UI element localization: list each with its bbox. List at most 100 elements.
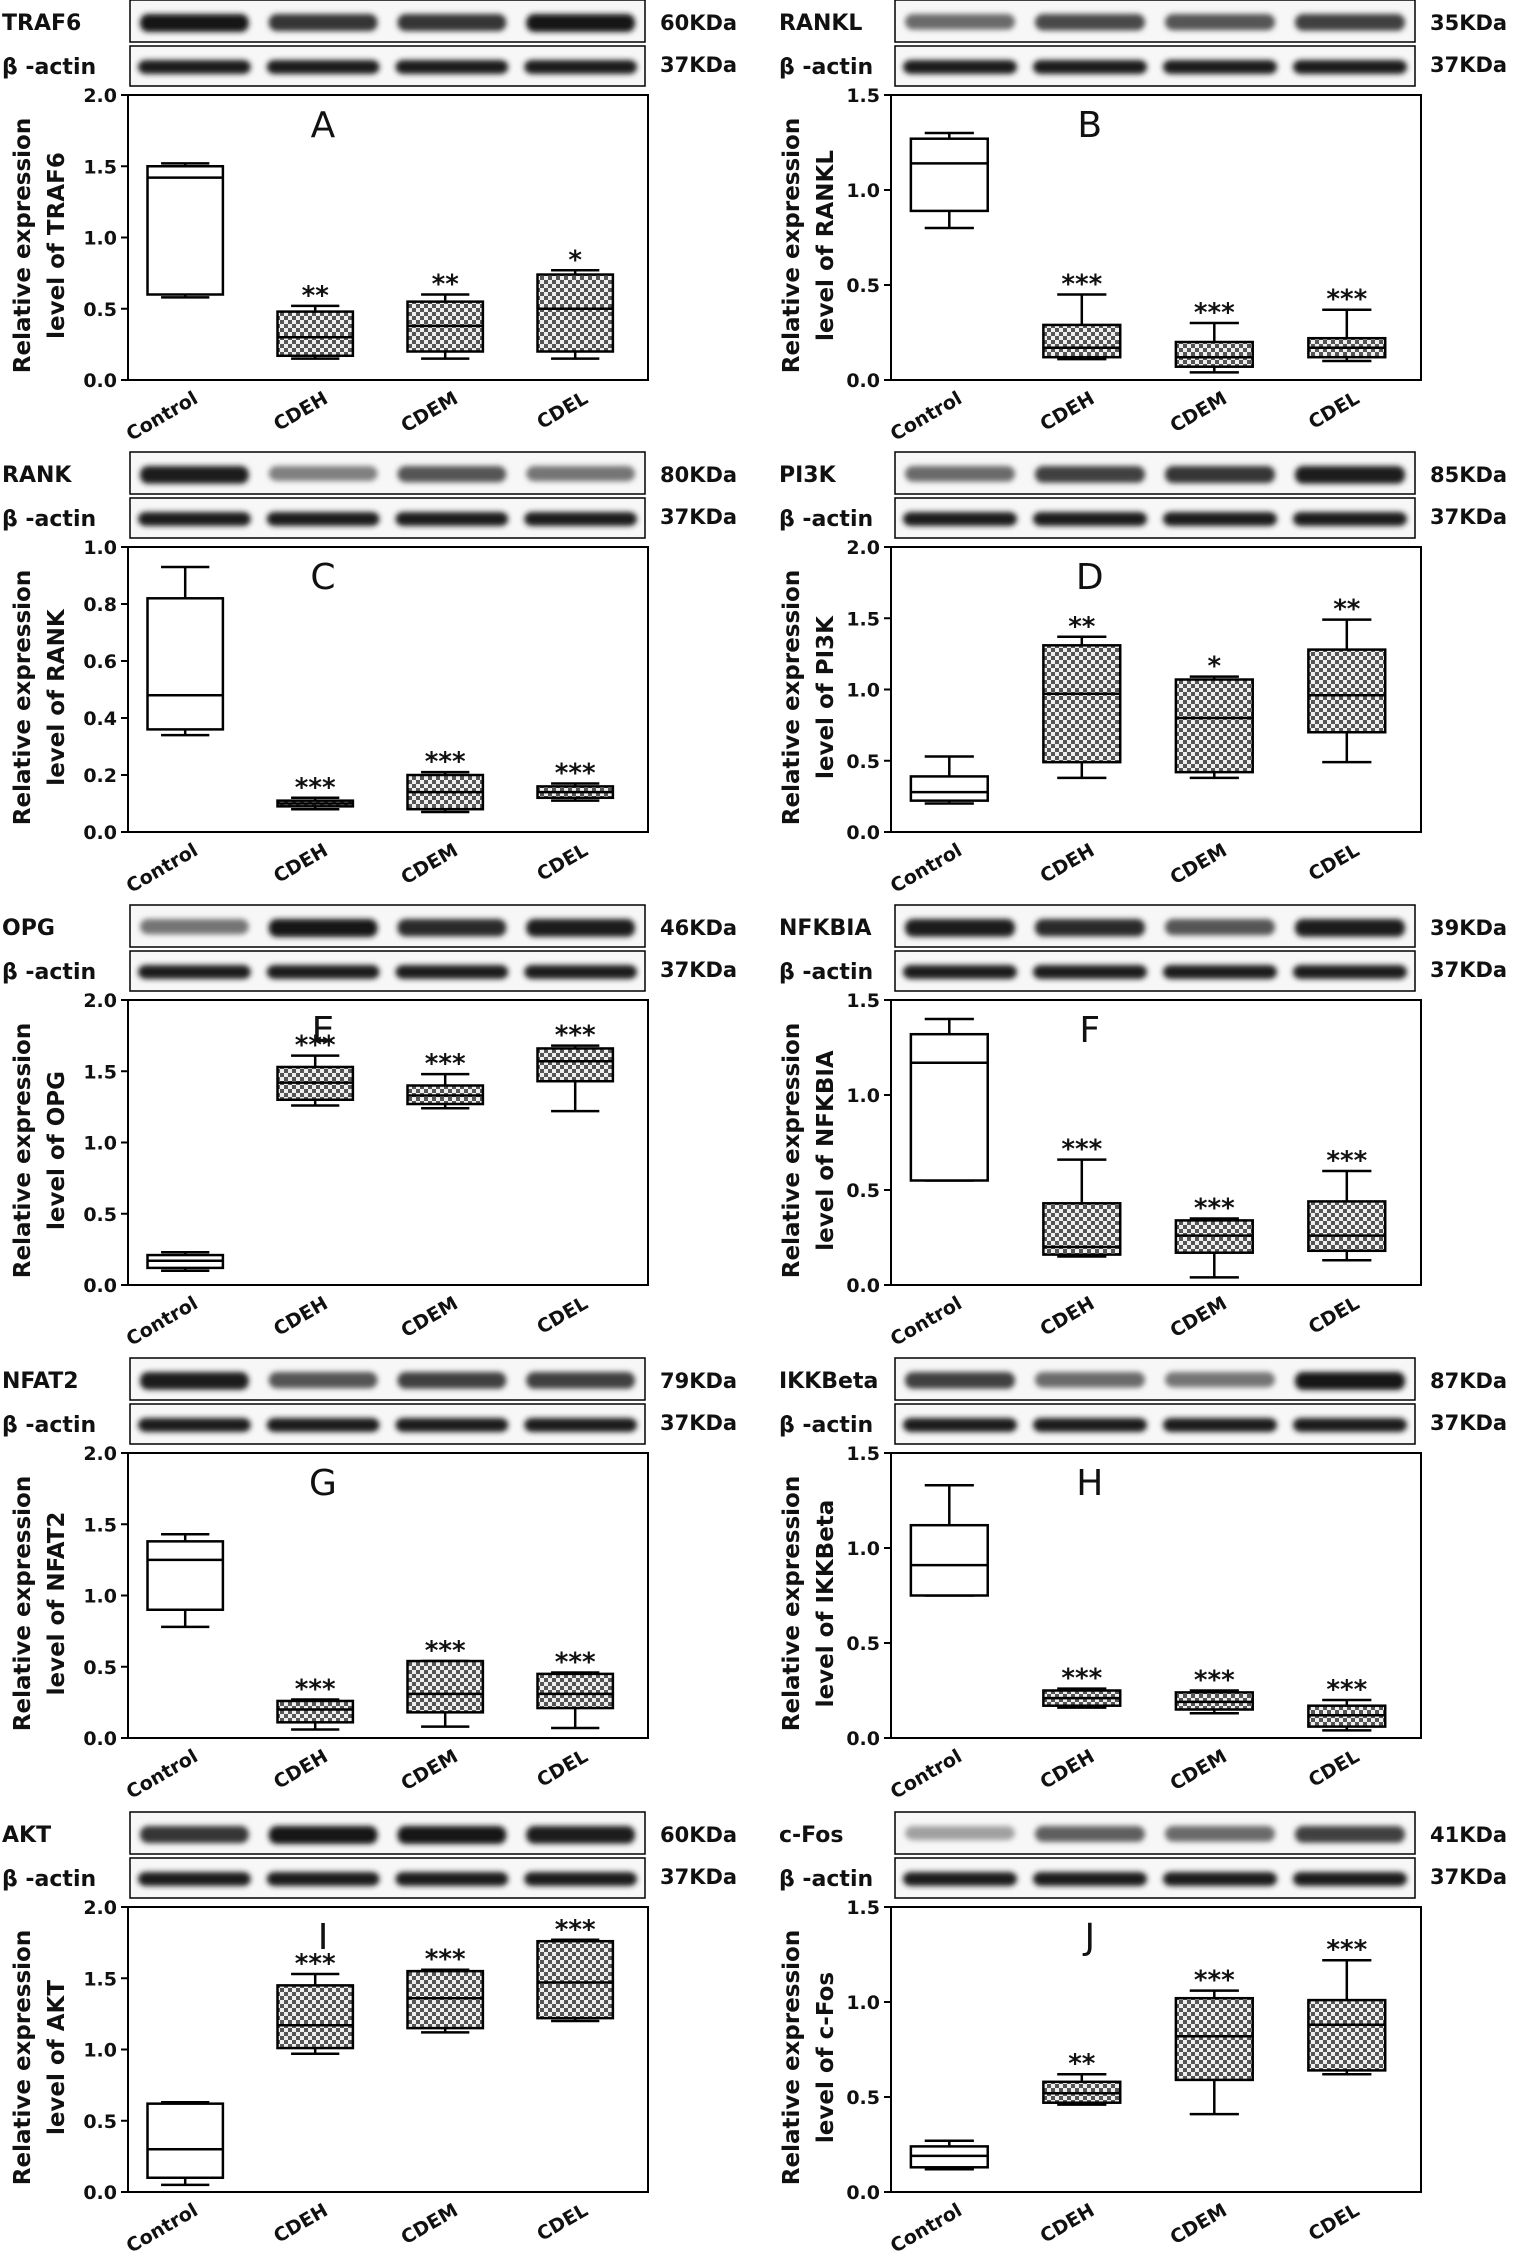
box-cdem: *** [406, 1636, 485, 1728]
y-axis-label-line2: level of NFAT2 [44, 1512, 70, 1696]
x-tick-label: Control [123, 839, 202, 897]
target-band [268, 1826, 378, 1844]
target-band [268, 919, 378, 937]
box-cdeh: *** [1042, 270, 1122, 361]
x-tick-label: Control [887, 2199, 966, 2257]
target-band [397, 14, 507, 32]
x-tick-label: CDEH [1037, 2199, 1099, 2247]
y-tick-label: 0.5 [846, 2087, 880, 2109]
box-cdem: ** [406, 270, 485, 360]
y-tick-label: 2.0 [83, 1443, 117, 1465]
actin-band [1033, 512, 1147, 526]
box-iqr [1042, 644, 1122, 764]
actin-kda: 37KDa [1430, 53, 1507, 77]
actin-band [524, 965, 637, 979]
box-cdeh: *** [276, 1031, 355, 1107]
blot-kda: 35KDa [1430, 11, 1507, 35]
target-band [140, 919, 249, 935]
blot-label: OPG [2, 916, 55, 941]
panel-letter: D [1076, 557, 1104, 598]
actin-band [524, 60, 637, 74]
x-tick-label: CDEH [270, 1292, 332, 1340]
x-tick-label: CDEL [533, 1745, 591, 1791]
x-tick-label: CDEL [1305, 2199, 1363, 2245]
actin-band [138, 60, 251, 74]
box-control [146, 162, 225, 299]
y-tick-label: 0.5 [846, 751, 880, 773]
target-band [397, 919, 507, 937]
significance-marker: ** [1068, 612, 1096, 642]
y-tick-label: 0.0 [846, 822, 880, 844]
y-tick-label: 1.0 [846, 1992, 880, 2014]
actin-band [395, 1872, 509, 1886]
box-iqr [536, 1939, 615, 2020]
x-tick-label: CDEL [533, 1292, 591, 1338]
box-iqr [406, 1969, 485, 2030]
blot-label: c-Fos [779, 1823, 844, 1848]
y-axis-label-line2: level of OPG [44, 1071, 70, 1230]
actin-kda: 37KDa [1430, 505, 1507, 529]
x-tick-label: CDEM [397, 1292, 461, 1342]
box-iqr [1307, 1998, 1387, 2072]
significance-marker: *** [295, 1031, 336, 1061]
box-control [146, 2100, 225, 2187]
box-cdem: *** [1174, 1194, 1254, 1279]
target-band [1165, 14, 1275, 31]
target-band [905, 1372, 1015, 1389]
significance-marker: ** [302, 281, 330, 311]
panel-letter: H [1076, 1463, 1103, 1504]
target-band [1165, 1826, 1275, 1842]
box-control [909, 1017, 989, 1182]
box-cdeh: ** [1042, 612, 1122, 780]
box-cdeh: ** [276, 281, 355, 360]
actin-kda: 37KDa [660, 1411, 737, 1435]
target-band [1035, 466, 1145, 483]
blot-kda: 87KDa [1430, 1369, 1507, 1393]
target-band [1035, 1372, 1145, 1388]
y-axis-label-line1: Relative expression [10, 118, 36, 373]
blot-label: NFAT2 [2, 1369, 79, 1394]
blot-image [894, 451, 1416, 539]
blot-label: RANK [2, 463, 72, 488]
actin-band [1033, 60, 1147, 74]
significance-marker: *** [555, 1647, 596, 1677]
y-axis-label-line2: level of c-Fos [813, 1972, 839, 2143]
y-axis-label-line1: Relative expression [10, 570, 36, 825]
plot-frame [890, 999, 1422, 1286]
blot-kda: 39KDa [1430, 916, 1507, 940]
blot-kda: 41KDa [1430, 1823, 1507, 1847]
box-iqr [536, 273, 615, 353]
target-band [140, 1826, 249, 1844]
box-cdeh: ** [1042, 2049, 1122, 2106]
actin-band [903, 965, 1017, 979]
y-tick-label: 2.0 [83, 1897, 117, 1919]
y-tick-label: 1.5 [83, 156, 117, 178]
significance-marker: *** [425, 1945, 466, 1975]
y-axis-label-line1: Relative expression [779, 1023, 805, 1278]
y-tick-label: 0.0 [83, 1275, 117, 1297]
box-control [909, 131, 989, 230]
x-tick-label: CDEM [1166, 1292, 1230, 1342]
y-tick-label: 0.4 [83, 708, 117, 730]
actin-band [524, 1872, 637, 1886]
target-band [905, 466, 1015, 482]
y-tick-label: 0.0 [846, 2182, 880, 2204]
significance-marker: ** [432, 270, 460, 300]
y-axis-label-line2: level of AKT [44, 1980, 70, 2135]
box-cdel: *** [1307, 1146, 1387, 1262]
significance-marker: *** [425, 1636, 466, 1666]
y-tick-label: 1.0 [83, 1586, 117, 1608]
x-tick-label: CDEL [1305, 839, 1363, 885]
target-band [268, 466, 378, 481]
target-band [1165, 1372, 1275, 1388]
x-tick-label: Control [123, 387, 202, 445]
y-tick-label: 0.0 [83, 370, 117, 392]
panel-letter: I [318, 1917, 329, 1958]
box-iqr [1174, 1996, 1254, 2082]
